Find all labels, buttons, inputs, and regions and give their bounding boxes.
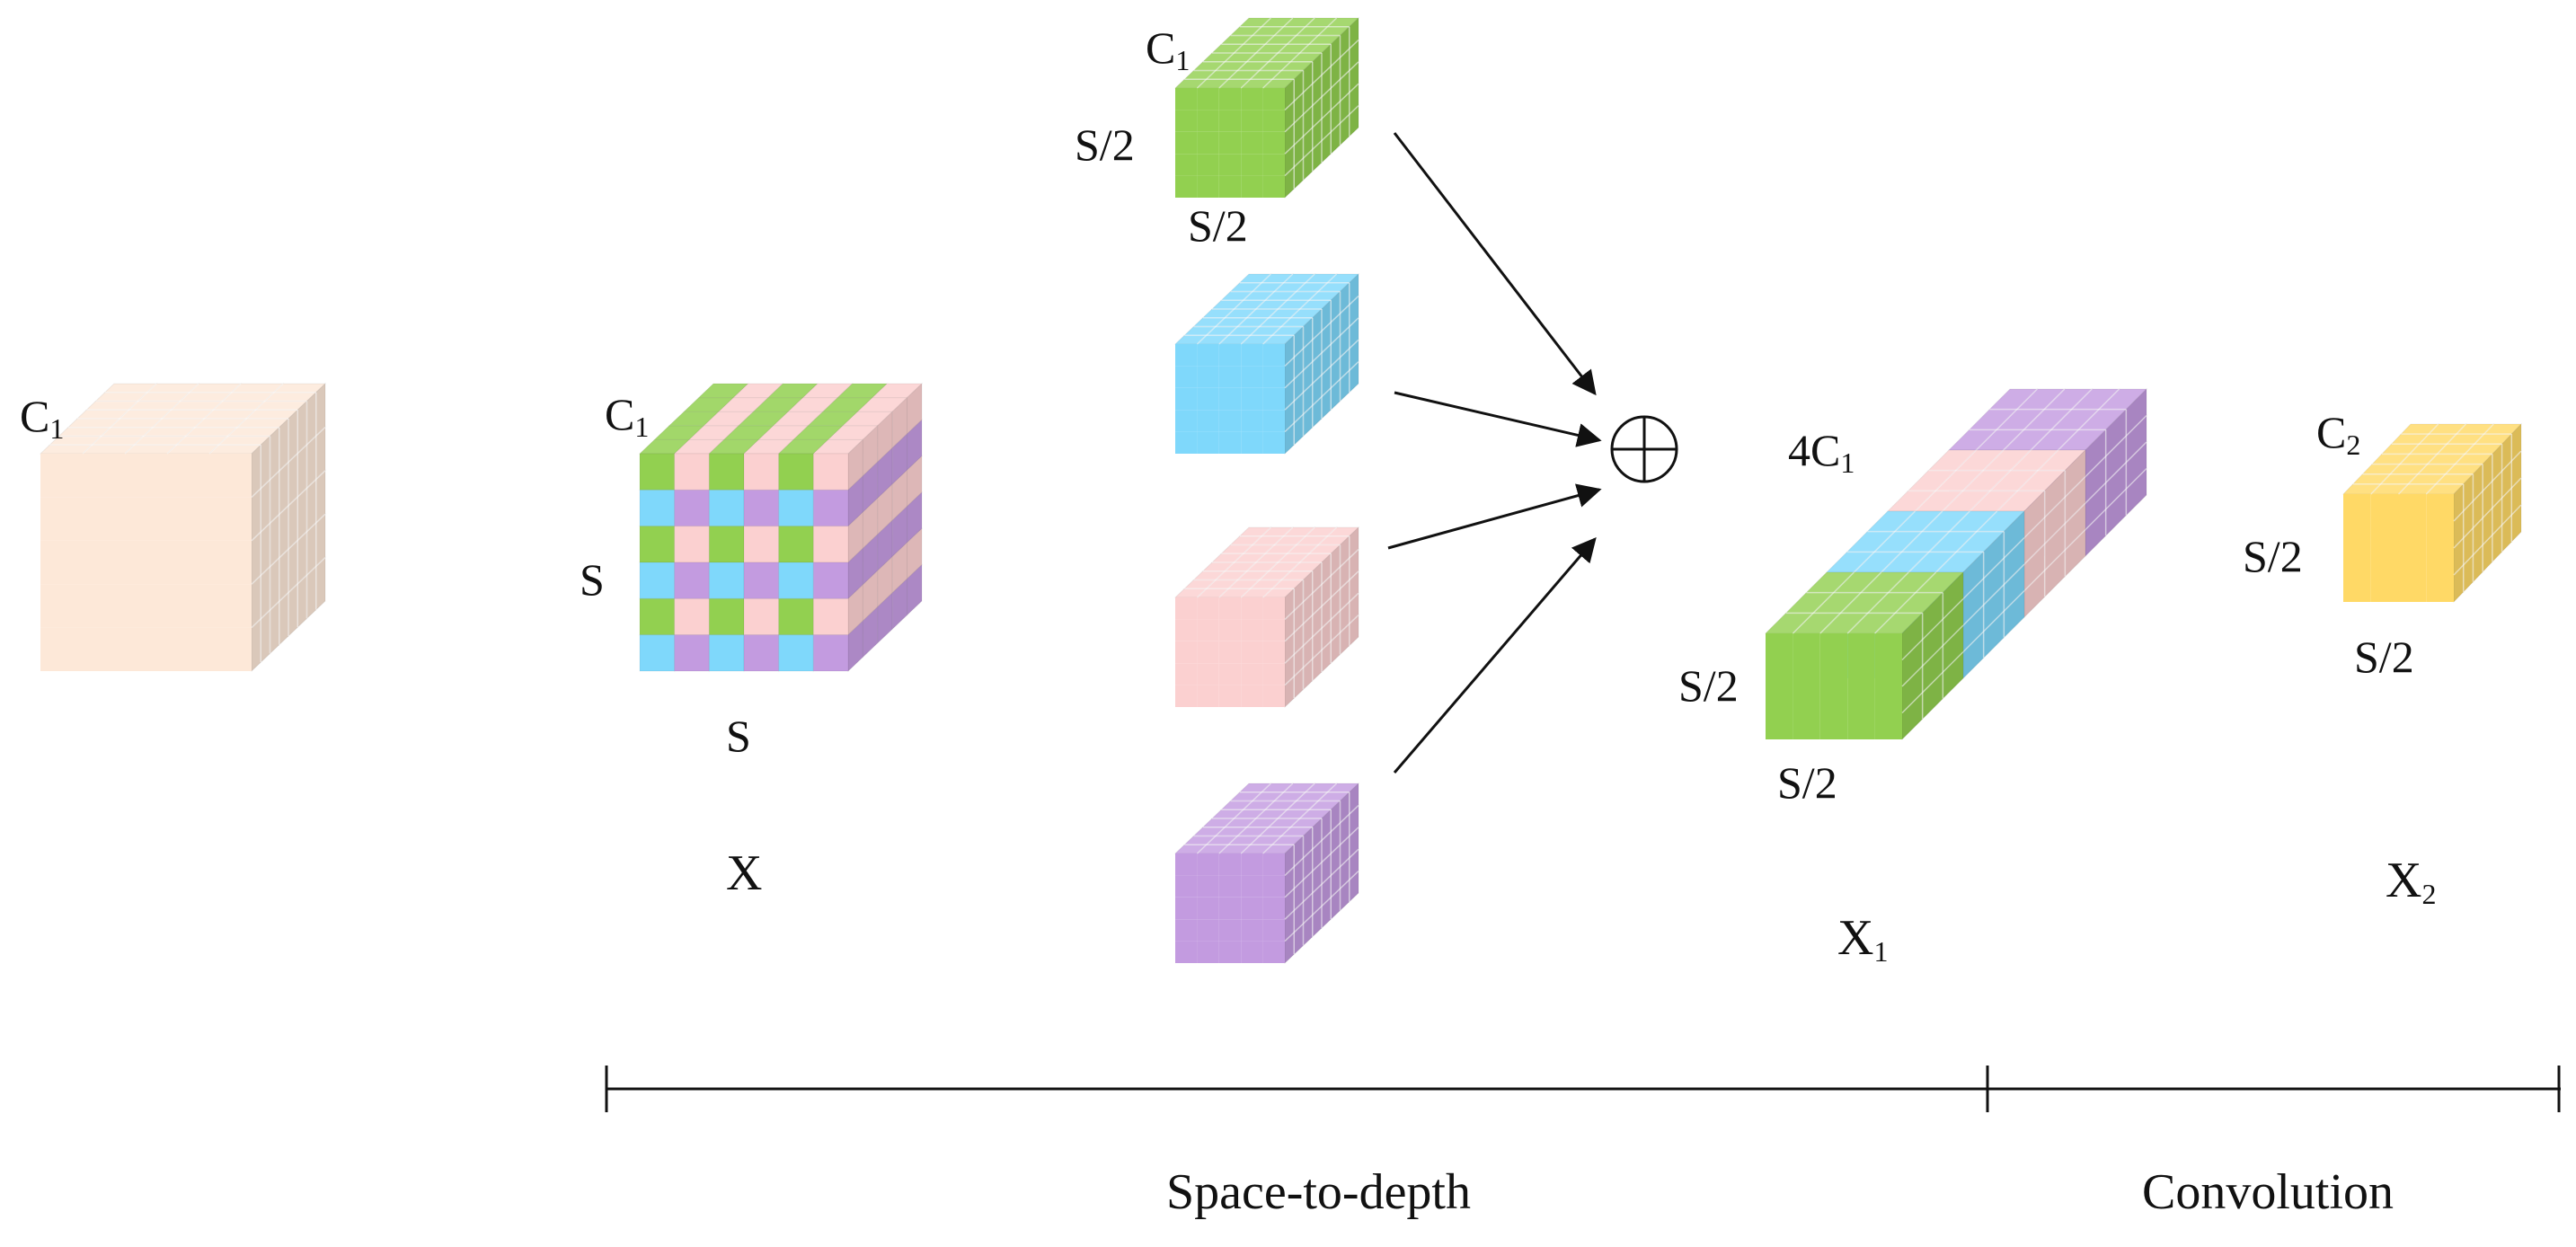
x-cube-height-label: S xyxy=(580,554,605,605)
arrow-pink-to-concat xyxy=(1387,483,1602,550)
purple-slice-cube xyxy=(1173,782,1360,965)
arrow-blue-to-concat xyxy=(1394,391,1602,447)
x-cube-channel-label: C1 xyxy=(605,389,649,443)
space-to-depth-stage-label: Space-to-depth xyxy=(1166,1164,1471,1220)
x-tensor-name: X xyxy=(726,845,762,901)
x2-width-label: S/2 xyxy=(2354,632,2414,682)
arrows-to-concat xyxy=(1387,132,1602,774)
x1-stacked-block xyxy=(1764,387,2148,741)
arrow-purple-to-concat xyxy=(1393,536,1597,774)
x-cube-width-label: S xyxy=(726,711,751,761)
arrow-green-to-concat xyxy=(1393,132,1597,396)
green-slice-cube xyxy=(1173,16,1360,199)
stage-timeline xyxy=(605,1066,2561,1112)
x2-channel-label: C2 xyxy=(2316,407,2360,461)
input-feature-cube xyxy=(39,382,327,673)
green-slice-channel-label: C1 xyxy=(1146,22,1190,76)
pink-slice-cube xyxy=(1173,526,1360,709)
x-checkerboard-cube xyxy=(638,382,924,673)
input-cube-channel-label: C1 xyxy=(20,391,64,445)
x1-width-label: S/2 xyxy=(1777,757,1837,808)
x2-output-cube xyxy=(2341,422,2523,604)
x1-green-segment xyxy=(1764,570,1965,741)
green-slice-width-label: S/2 xyxy=(1188,200,1248,251)
x1-height-label: S/2 xyxy=(1678,660,1739,711)
x1-tensor-name: X1 xyxy=(1837,910,1888,968)
convolution-stage-label: Convolution xyxy=(2142,1164,2394,1220)
x2-tensor-name: X2 xyxy=(2386,853,2436,910)
x1-channel-label: 4C1 xyxy=(1788,425,1855,479)
blue-slice-cube xyxy=(1173,272,1360,455)
green-slice-height-label: S/2 xyxy=(1075,119,1135,170)
concat-symbol xyxy=(1610,415,1678,483)
x2-height-label: S/2 xyxy=(2243,531,2303,581)
